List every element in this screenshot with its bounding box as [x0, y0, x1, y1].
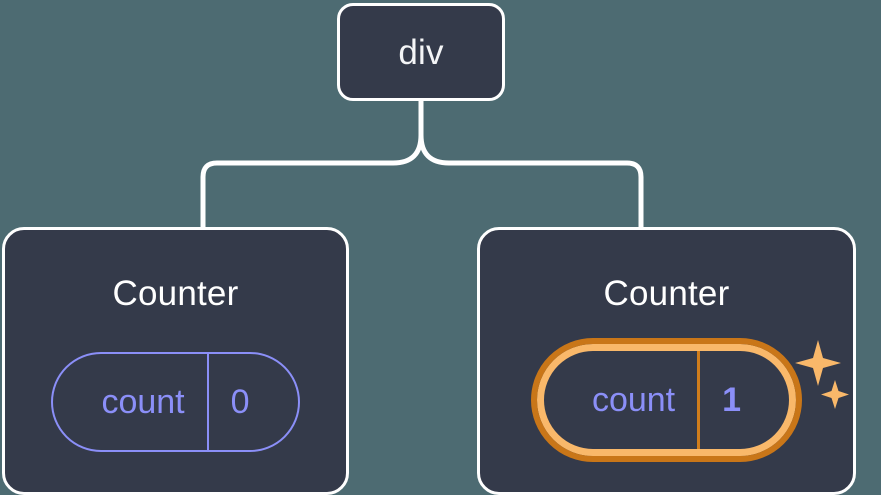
state-pill-left-wrap: count 0	[51, 352, 300, 452]
connector-left	[200, 98, 424, 232]
state-pill-right[interactable]: count 1	[530, 338, 803, 462]
sparkle-small-icon	[821, 380, 850, 409]
node-counter-right[interactable]: Counter count 1	[477, 227, 856, 495]
state-pill-right-value: 1	[697, 351, 789, 449]
state-pill-left-key: count	[101, 383, 185, 421]
node-counter-left[interactable]: Counter count 0	[2, 227, 349, 495]
connector-right	[418, 98, 644, 232]
state-pill-right-key: count	[591, 381, 676, 419]
sparkle-large-icon	[795, 340, 842, 386]
node-div[interactable]: div	[337, 3, 505, 101]
state-pill-left[interactable]: count 0	[51, 352, 300, 452]
node-div-label: div	[398, 32, 444, 72]
counter-left-title: Counter	[112, 274, 239, 313]
state-pill-left-value: 0	[206, 354, 298, 450]
counter-right-title: Counter	[603, 274, 730, 313]
sparkle-group	[795, 340, 850, 409]
state-pill-right-wrap: count 1	[530, 338, 850, 462]
